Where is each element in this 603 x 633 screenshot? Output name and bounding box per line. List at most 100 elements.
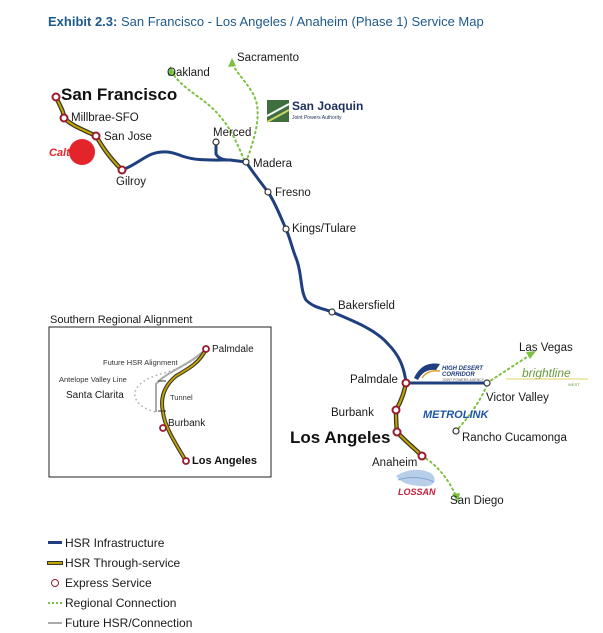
station-marker-millbrae: [59, 113, 69, 123]
brightline-logo: brightline WEST: [506, 366, 588, 387]
label-victor-valley: Victor Valley: [486, 392, 549, 404]
inset-frame: [48, 326, 272, 478]
station-marker-fresno: [264, 188, 272, 196]
station-marker-burbank: [391, 405, 401, 415]
inset-label-santa-clarita: Santa Clarita: [66, 390, 124, 401]
lossan-logo-text: LOSSAN: [398, 487, 436, 497]
arrow-las-vegas: [526, 351, 536, 359]
station-marker-palmdale: [401, 378, 411, 388]
caltrain-logo: Caltrain: [49, 139, 95, 165]
inset-through-service-fill: [161, 348, 207, 462]
station-marker-madera: [242, 158, 250, 166]
legend-item-express-service: Express Service: [48, 573, 192, 593]
lossan-logo-stripe: [397, 477, 435, 483]
inset-label-palmdale: Palmdale: [212, 344, 254, 355]
label-palmdale: Palmdale: [350, 374, 398, 386]
caltrain-logo-circle: [69, 139, 95, 165]
title-prefix: Exhibit 2.3:: [48, 14, 118, 29]
label-rancho-cucamonga: Rancho Cucamonga: [462, 432, 567, 444]
inset-label-antelope-valley: Antelope Valley Line: [59, 375, 127, 384]
hsr-merced-spur: [214, 140, 232, 162]
lossan-logo: LOSSAN: [396, 469, 436, 497]
through-sf-gilroy: [55, 96, 123, 171]
san-joaquin-logo: San Joaquin Joint Powers Authority: [266, 99, 363, 123]
legend-swatch-through: [48, 558, 62, 568]
legend-swatch-express: [48, 578, 62, 588]
hdc-logo-name: HIGH DESERT: [442, 366, 484, 372]
brightline-logo-text: brightline: [522, 366, 571, 380]
label-gilroy: Gilroy: [116, 176, 146, 188]
san-joaquin-logo-stripe: [266, 103, 290, 117]
station-marker-san-jose: [91, 131, 101, 141]
caltrain-logo-text: Caltrain: [49, 147, 90, 159]
express-stations: [51, 92, 427, 461]
san-joaquin-logo-stripe-2: [266, 109, 290, 123]
inset-label-tunnel: Tunnel: [170, 393, 193, 402]
san-joaquin-logo-name: San Joaquin: [292, 99, 363, 113]
station-marker-kings-tulare: [282, 225, 290, 233]
brightline-logo-sub: WEST: [568, 382, 580, 387]
inset-southern-regional-alignment: Southern Regional Alignment Palmdale Fut…: [48, 314, 272, 478]
inset-marker-los-angeles: [182, 457, 190, 465]
label-fresno: Fresno: [275, 187, 311, 199]
inset-marker-burbank: [159, 424, 167, 432]
hsr-through-service: [55, 96, 423, 457]
station-marker-gilroy: [117, 165, 127, 175]
legend-item-hsr-infrastructure: HSR Infrastructure: [48, 533, 192, 553]
hdc-logo-swoosh: [414, 363, 440, 380]
label-sacramento: Sacramento: [237, 52, 299, 64]
label-bakersfield: Bakersfield: [338, 300, 395, 312]
arrow-oakland: [168, 66, 176, 76]
label-anaheim: Anaheim: [372, 457, 417, 469]
label-san-francisco: San Francisco: [61, 85, 177, 104]
legend-item-hsr-through-service: HSR Through-service: [48, 553, 192, 573]
station-marker-anaheim: [417, 451, 427, 461]
hsr-madera-bakersfield: [244, 160, 334, 314]
legend-label: HSR Infrastructure: [65, 536, 165, 550]
hsr-bakersfield-palmdale: [330, 310, 408, 384]
legend-swatch-future: [48, 618, 62, 628]
station-marker-rancho: [452, 427, 460, 435]
station-marker-san-francisco: [51, 92, 61, 102]
hdc-logo-name-2: CORRIDOR: [442, 372, 475, 378]
hdc-logo-swoosh-2: [421, 370, 441, 379]
legend: HSR Infrastructure HSR Through-service E…: [48, 533, 192, 633]
metrolink-logo: METROLINK: [423, 409, 489, 421]
high-desert-corridor-logo: HIGH DESERT CORRIDOR JOINT POWERS AGENCY: [414, 363, 485, 382]
inset-title: Southern Regional Alignment: [50, 314, 192, 326]
station-marker-bakersfield: [328, 308, 336, 316]
label-millbrae: Millbrae-SFO: [71, 112, 139, 124]
regional-madera-sacramento: [231, 63, 259, 163]
label-san-jose: San Jose: [104, 131, 152, 143]
legend-label: Express Service: [65, 576, 152, 590]
legend-swatch-hsr: [48, 538, 62, 548]
regional-victorvalley-lasvegas: [486, 354, 531, 384]
hsr-gilroy-madera: [120, 150, 248, 172]
local-stations: [212, 138, 491, 435]
san-joaquin-logo-sub: Joint Powers Authority: [292, 115, 342, 121]
legend-label: HSR Through-service: [65, 556, 181, 570]
regional-victorvalley-rancho: [455, 384, 488, 432]
legend-item-regional-connection: Regional Connection: [48, 593, 192, 613]
title-rest: San Francisco - Los Angeles / Anaheim (P…: [117, 14, 484, 29]
inset-label-los-angeles: Los Angeles: [192, 455, 257, 467]
legend-label: Regional Connection: [65, 596, 177, 610]
legend-label: Future HSR/Connection: [65, 616, 193, 630]
arrow-san-diego: [452, 493, 460, 502]
label-merced: Merced: [213, 127, 251, 139]
station-marker-los-angeles: [392, 427, 402, 437]
label-los-angeles: Los Angeles: [290, 428, 390, 447]
page-title: Exhibit 2.3: San Francisco - Los Angeles…: [48, 14, 484, 29]
label-madera: Madera: [253, 158, 293, 170]
hdc-logo-sub: JOINT POWERS AGENCY: [442, 378, 485, 382]
label-burbank: Burbank: [331, 407, 374, 419]
label-oakland: Oakland: [167, 67, 210, 79]
inset-label-burbank: Burbank: [168, 418, 206, 429]
label-las-vegas: Las Vegas: [519, 342, 573, 354]
label-kings-tulare: Kings/Tulare: [292, 223, 356, 235]
regional-madera-oakland: [171, 71, 245, 161]
inset-marker-palmdale: [202, 345, 210, 353]
arrow-sacramento: [228, 58, 236, 67]
inset-label-future-hsr: Future HSR Alignment: [103, 358, 179, 367]
